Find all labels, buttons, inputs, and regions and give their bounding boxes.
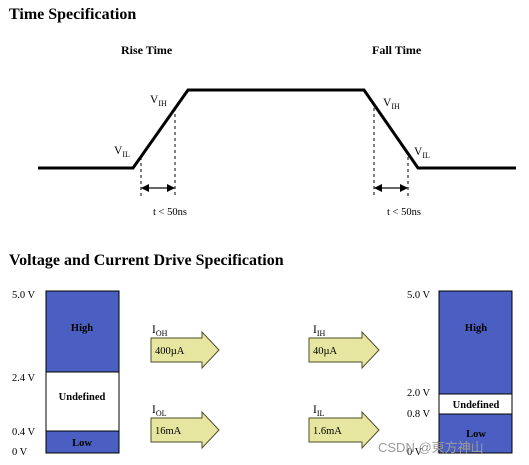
arrow-ioh-shape [150, 330, 220, 370]
right-undefined-label: Undefined [453, 400, 500, 411]
arrow-iil-name: IIL [313, 404, 325, 418]
right-high-region [438, 290, 513, 395]
left-high-region [45, 290, 120, 373]
arrow-ioh: IOH 400µA [150, 324, 220, 370]
arrow-ioh-name: IOH [152, 324, 168, 338]
left-high-label: High [71, 323, 93, 334]
arrow-iil-value: 1.6mA [313, 426, 342, 437]
fall-time-label: t < 50ns [387, 207, 421, 218]
left-level-bar: High Undefined Low [45, 290, 120, 454]
rise-time-label: t < 50ns [153, 207, 187, 218]
fall-vil-label: VIL [414, 146, 430, 160]
arrow-iol-shape [150, 410, 220, 450]
rise-vih-label: VIH [150, 94, 167, 108]
right-tick-0v: 0 V [407, 447, 423, 458]
right-level-bar: High Undefined Low [438, 290, 513, 454]
timing-title: Time Specification [9, 6, 136, 23]
arrow-iol: IOL 16mA [150, 404, 220, 450]
right-tick-2v: 2.0 V [407, 388, 431, 399]
right-low-region [438, 413, 513, 454]
arrow-iih-shape [308, 330, 380, 370]
left-undefined-label: Undefined [59, 392, 106, 403]
fall-time-title: Fall Time [372, 43, 422, 57]
arrow-ioh-value: 400µA [155, 346, 185, 357]
left-low-region [45, 430, 120, 454]
arrow-iol-name: IOL [152, 404, 167, 418]
right-high-label: High [465, 323, 487, 334]
left-tick-2-4v: 2.4 V [12, 373, 36, 384]
arrow-iil: IIL 1.6mA [308, 404, 380, 450]
watermark: CSDN @東方神山 [378, 440, 484, 455]
right-tick-0-8v: 0.8 V [407, 409, 431, 420]
left-undefined-region [45, 371, 120, 432]
right-tick-5v: 5.0 V [407, 290, 431, 301]
arrow-iih-value: 40µA [313, 346, 338, 357]
timing-waveform [38, 88, 516, 170]
fall-vih-label: VIH [383, 97, 400, 111]
arrow-iol-value: 16mA [155, 426, 182, 437]
left-tick-0v: 0 V [12, 447, 28, 458]
left-tick-0-4v: 0.4 V [12, 427, 36, 438]
rise-time-title: Rise Time [121, 43, 173, 57]
arrow-iil-shape [308, 410, 380, 450]
drive-title: Voltage and Current Drive Specification [9, 252, 284, 269]
rise-vil-label: VIL [114, 145, 130, 159]
left-tick-5v: 5.0 V [12, 290, 36, 301]
right-low-label: Low [466, 429, 486, 440]
left-low-label: Low [72, 438, 92, 449]
arrow-iih-name: IIH [313, 324, 326, 338]
arrow-iih: IIH 40µA [308, 324, 380, 370]
